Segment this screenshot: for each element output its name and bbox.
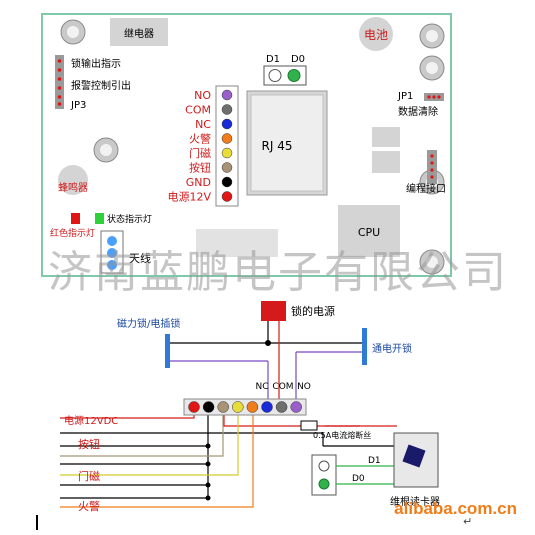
terminal-label: NO (194, 89, 211, 102)
strip-terminal-dot (261, 401, 273, 413)
lock-output-label: 锁输出指示 (71, 57, 121, 70)
terminal-dot (221, 89, 233, 101)
terminal-label: 火警 (189, 132, 211, 146)
fuse-label: 0.5A电流熔断丝 (313, 430, 371, 440)
d0-led-icon (318, 478, 330, 490)
component-pad (196, 229, 278, 257)
antenna-label: 天线 (129, 251, 151, 265)
no-label: NO (297, 382, 311, 392)
terminal-dot (221, 191, 233, 202)
red-led-icon (71, 213, 80, 224)
power-12vdc-label: 电源12VDC (64, 414, 118, 427)
component-pad (372, 151, 400, 173)
nc-label: NC (255, 382, 268, 392)
reader-label: 维根读卡器 (390, 495, 440, 508)
strip-terminal-dot (290, 401, 302, 413)
terminal-label: 电源12V (167, 190, 211, 204)
data-clear-label: 数据清除 (398, 105, 438, 118)
alarm-lead-label: 报警控制引出 (71, 79, 131, 92)
d0-wire-label: D0 (352, 474, 365, 484)
d0-led-icon (287, 69, 301, 82)
text-cursor (36, 515, 38, 530)
d0-label: D0 (291, 54, 305, 65)
program-header (427, 150, 437, 184)
program-port-label: 编程接口 (406, 182, 446, 195)
terminal-label: GND (186, 176, 211, 189)
watermark: 济南蓝鹏电子有限公司 (48, 247, 508, 298)
door-sensor-label: 门磁 (78, 469, 100, 483)
wiring-terminal-strip (183, 398, 307, 416)
power-on-lock-bar (362, 328, 367, 365)
relay-label: 继电器 (124, 27, 154, 40)
terminal-dot (221, 104, 233, 115)
red-led-label: 红色指示灯 (50, 227, 95, 239)
d1-wire-label: D1 (368, 456, 381, 466)
d1-led-icon (318, 460, 330, 472)
terminal-dot (221, 147, 233, 159)
d1-led-icon (268, 69, 282, 82)
alibaba-watermark: alibaba.com.cn (394, 499, 517, 518)
terminal-label: 门磁 (189, 146, 211, 160)
terminal-dot (221, 162, 233, 173)
button-label: 按钮 (78, 437, 100, 451)
terminal-dot (221, 176, 233, 188)
rj45-label: RJ 45 (262, 139, 293, 153)
d1-label: D1 (266, 54, 280, 65)
strip-terminal-dot (202, 401, 215, 413)
battery-label: 电池 (364, 28, 388, 42)
strip-terminal-dot (188, 401, 200, 413)
strip-terminal-dot (246, 401, 259, 413)
buzzer-icon (58, 165, 88, 195)
jp3-label: JP3 (70, 100, 86, 111)
com-label: COM (272, 382, 293, 392)
mag-lock-label: 磁力锁/电插锁 (117, 317, 180, 330)
terminal-dot (221, 133, 233, 144)
cpu-label: CPU (358, 226, 380, 239)
terminal-label: 按钮 (189, 161, 211, 175)
fire-alarm-label: 火警 (78, 499, 100, 513)
green-led-icon (95, 213, 104, 224)
lock-power-label: 锁的电源 (291, 304, 335, 318)
buzzer-label: 蜂鸣器 (58, 181, 88, 194)
reader-chip-icon (402, 444, 426, 468)
cpu-chip (338, 205, 400, 257)
strip-terminal-dot (232, 401, 244, 413)
lock-power-block (261, 301, 286, 321)
terminal-label: NC (195, 118, 211, 131)
jp3-header (55, 55, 64, 109)
fuse-icon (300, 420, 318, 431)
strip-terminal-dot (275, 401, 288, 413)
terminal-dot (221, 118, 233, 130)
mag-lock-bar (165, 334, 170, 368)
return-mark: ↵ (463, 515, 473, 528)
strip-terminal-dot (217, 401, 229, 413)
terminal-block (215, 85, 239, 207)
power-on-lock-label: 通电开锁 (372, 342, 412, 355)
lock-wires (170, 321, 362, 406)
component-pad (372, 127, 400, 147)
battery-icon (359, 17, 393, 51)
jp1-label: JP1 (397, 91, 413, 102)
junction-dot (265, 340, 271, 346)
terminal-label: COM (185, 104, 211, 117)
relay-box (110, 18, 168, 46)
status-led-label: 状态指示灯 (107, 213, 152, 225)
